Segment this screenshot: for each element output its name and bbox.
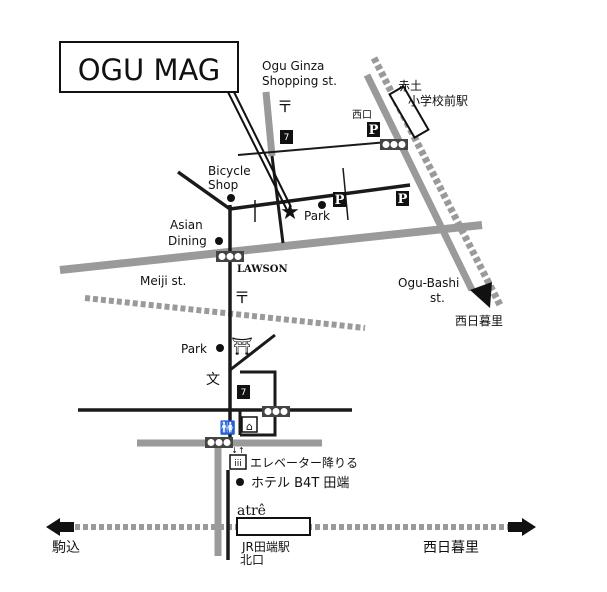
place-label: Bicycle [208, 164, 251, 178]
parking-icon-letter: P [369, 123, 379, 138]
traffic-light-icon [216, 251, 244, 262]
meiji-street [59, 221, 483, 274]
ogu-bashi-street [363, 73, 476, 292]
parking-icon-letter: P [398, 192, 408, 207]
arrow-left-icon [46, 518, 60, 536]
park-marker [216, 344, 224, 352]
station-building [236, 517, 311, 536]
leader-line [233, 91, 292, 208]
direction-label: 西日暮里 [423, 540, 479, 556]
lawson-label: LAWSON [237, 264, 288, 275]
title-text: OGU MAG [78, 53, 221, 87]
park-marker [318, 201, 326, 209]
police-box-icon [241, 416, 258, 433]
place-label: Dining [168, 234, 207, 248]
street-label: Shopping st. [262, 74, 337, 88]
school-icon: 文 [206, 372, 220, 388]
elevator-arrows-icon: ↓↑ [231, 446, 244, 455]
elevator-label: エレベーター降りる [250, 456, 358, 470]
leader-line [227, 91, 288, 211]
place-label: Park [181, 342, 207, 356]
direction-label: 西日暮里 [455, 314, 503, 328]
street-label: Meiji st. [140, 274, 186, 288]
convenience-store-icon [280, 130, 293, 144]
gray-roads [59, 73, 483, 556]
street-label: Ogu Ginza [262, 59, 324, 73]
post-office-icon: 〒 [234, 288, 250, 307]
station-label: 赤土 [398, 79, 422, 93]
parking-icon [333, 192, 346, 207]
bicycle-shop-marker [227, 194, 235, 202]
direction-label: 駒込 [52, 540, 80, 556]
arrow-down-right-icon [470, 282, 492, 308]
shrine-icon: ⛩ [231, 337, 253, 357]
block-outline [240, 370, 277, 437]
parking-icon [396, 191, 409, 206]
station-label: 小学校前駅 [408, 93, 468, 108]
arrow-right-shaft [508, 522, 524, 532]
place-label: Park [304, 209, 330, 223]
place-label: Shop [208, 178, 238, 192]
station-label: 北口 [240, 553, 264, 567]
place-label: Asian [170, 218, 203, 232]
hotel-marker [236, 478, 244, 486]
ogu-ginza-street [262, 91, 276, 157]
restroom-icon: 🚻 [220, 420, 236, 436]
traffic-light-icon [380, 139, 408, 150]
atre-logo: atrê [237, 503, 266, 519]
elevator-icon-mark: iii [234, 459, 242, 469]
traffic-lights [205, 139, 408, 448]
arrow-right-icon [522, 518, 536, 536]
elevator-icon [229, 454, 247, 470]
convenience-store-icon-mark: 7 [284, 133, 290, 143]
star-icon: ★ [280, 200, 300, 225]
road-park [229, 183, 411, 211]
arrow-icon [46, 282, 536, 536]
road-bicycle [176, 170, 232, 211]
arrow-left-shaft [58, 522, 74, 532]
exit-label: 西口 [352, 110, 372, 121]
road-branch [229, 333, 276, 372]
parking-icon [367, 122, 380, 137]
street-label: st. [430, 291, 445, 305]
parking-icon-letter: P [335, 193, 345, 208]
station-label: JR田端駅 [241, 540, 290, 554]
convenience-store-icon [237, 385, 250, 399]
convenience-store-icon-mark: 7 [241, 388, 247, 398]
akado-station-building [388, 84, 430, 140]
hotel-label: ホテル B4T 田端 [251, 476, 349, 491]
railway-mid [84, 295, 366, 331]
traffic-light-icon [262, 406, 290, 417]
traffic-light-icon [205, 437, 233, 448]
post-office-icon: 〒 [277, 97, 293, 116]
street-label: Ogu-Bashi [398, 276, 459, 290]
police-box-icon-mark: ⌂ [246, 420, 253, 433]
title-box [59, 41, 239, 93]
asian-dining-marker [215, 237, 223, 245]
railway-arakawa [370, 56, 504, 307]
